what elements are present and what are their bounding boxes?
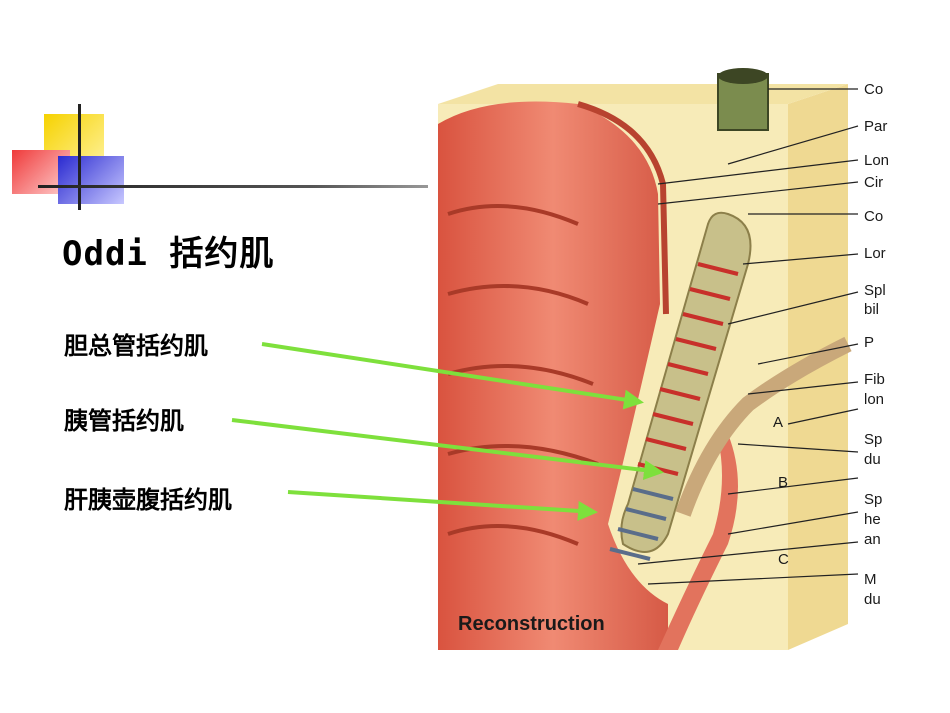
side-label: Co [864,81,883,98]
duct-opening [718,68,768,84]
side-label: Fib [864,371,885,388]
side-label: A [773,414,783,431]
arrow-pancreatic-duct [231,418,664,480]
side-label: B [778,474,788,491]
label-common-bile-duct-sphincter: 胆总管括约肌 [64,332,208,360]
mucosal-folds [447,204,599,546]
side-label: Co [864,208,883,225]
side-label: Lon [864,152,889,169]
ampulla-rings [609,487,674,561]
deco-horizontal-line [38,185,430,188]
leader-lines [637,88,859,585]
pancreatic-duct [675,336,852,517]
side-label: P [864,334,874,351]
slide-title: Oddi 括约肌 [62,234,275,274]
duodenal-wall [438,101,668,650]
label-ampulla-sphincter: 肝胰壶腹括约肌 [64,486,232,514]
figure-caption: Reconstruction [458,613,605,635]
side-label: Cir [864,174,883,191]
side-label: an [864,531,881,548]
deco-vertical-line [78,104,81,210]
side-label: du [864,591,881,608]
side-label: Spl [864,282,886,299]
wall-layers [577,101,669,315]
side-label: M [864,571,877,588]
arrow-common-bile-duct [261,342,644,410]
side-label: lon [864,391,884,408]
side-label: Sp [864,431,882,448]
label-pancreatic-duct-sphincter: 胰管括约肌 [64,407,184,435]
side-label: he [864,511,881,528]
side-labels: Co Par Lon Cir Co Lor Spl bil P Fib lon … [773,81,889,608]
side-label: Lor [864,245,886,262]
side-label: Sp [864,491,882,508]
muscle-wall-right [658,434,738,650]
deco-blue-square [58,156,124,204]
side-label: C [778,551,789,568]
side-label: Par [864,118,887,135]
side-label: du [864,451,881,468]
side-label: bil [864,301,879,318]
arrow-ampulla [287,490,598,521]
anatomy-illustration: Co Par Lon Cir Co Lor Spl bil P Fib lon … [428,64,896,650]
